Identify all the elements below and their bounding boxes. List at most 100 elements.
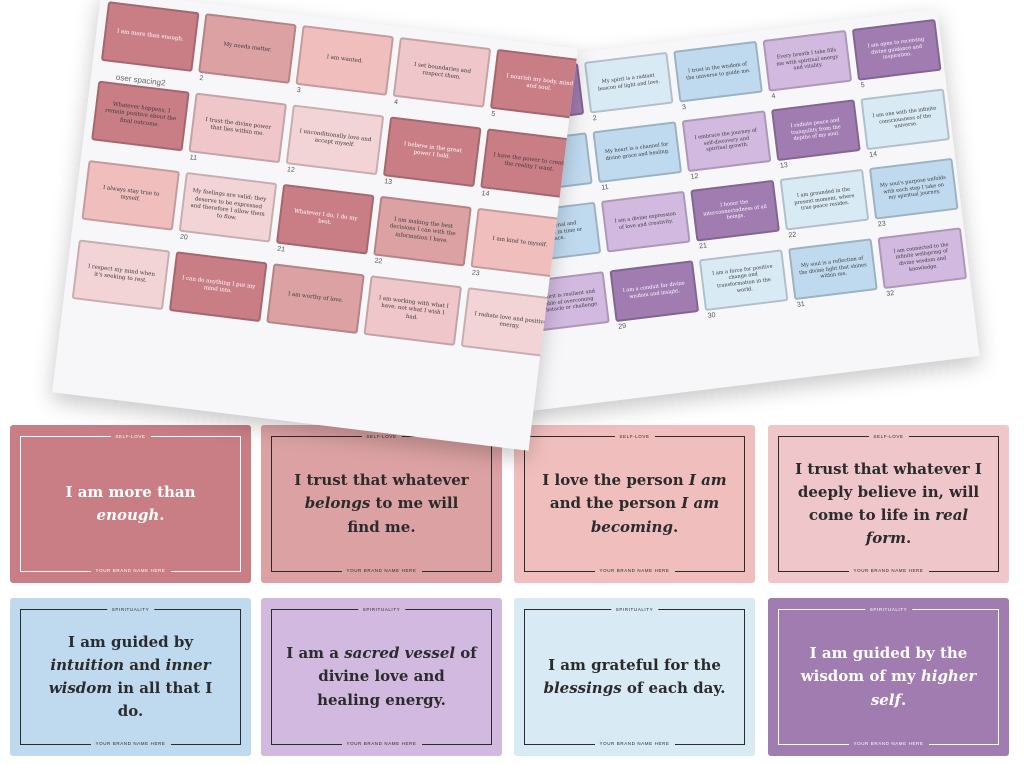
- sheet-card-number: 4: [393, 98, 399, 107]
- sheet-card-number: 23: [471, 269, 480, 278]
- sheet-card-cell: I am wanted.3: [295, 25, 395, 96]
- sheet-mini-card: My feelings are valid; they deserve to b…: [178, 171, 278, 243]
- sheet-card-cell: I trust the divine power that lies withi…: [188, 92, 288, 164]
- affirmation-segment: in all that I do.: [112, 679, 213, 721]
- sheet-card-cell: I am one with the infinite consciousness…: [860, 88, 951, 159]
- sheet-mini-card: I am working with what I have, not what …: [363, 275, 463, 346]
- sheet-card-cell: Whatever I do, I do my best.21: [275, 183, 375, 255]
- sheet-card-cell: I am a force for positive change and tra…: [698, 249, 789, 320]
- sheet-mini-card: I unconditionally love and accept myself…: [285, 104, 385, 176]
- card-brand-label: YOUR BRAND NAME HERE: [90, 567, 171, 575]
- affirmation-emphasis: enough: [96, 506, 160, 524]
- affirmation-line: I trust that whatever belongs to me will…: [286, 469, 477, 539]
- affirmation-segment: I am grateful for the: [548, 655, 721, 674]
- sheet-mini-card: Whatever I do, I do my best.: [275, 183, 375, 255]
- card-affirmation-text: I am guided by the wisdom of my higher s…: [793, 610, 984, 744]
- sheet-card-cell: My soul's purpose unfolds with each step…: [868, 157, 959, 228]
- sheet-card-cell: I always stay true to myself.: [81, 159, 181, 231]
- sheet-mini-card: I am a force for positive change and tra…: [698, 249, 789, 312]
- sheet-card-cell: I am open to receiving divine guidance a…: [851, 18, 942, 89]
- sheet-card-number: 29: [618, 322, 627, 331]
- card-affirmation-text: I trust that whatever belongs to me will…: [286, 437, 477, 571]
- card-brand-label: YOUR BRAND NAME HERE: [848, 740, 929, 748]
- sheet-card-cell: I am working with what I have, not what …: [363, 275, 463, 346]
- sheet-card-cell: I am connected to the infinite wellsprin…: [877, 227, 968, 298]
- sheet-card-number: 22: [788, 231, 797, 240]
- sheet-mini-card: I trust in the wisdom of the universe to…: [673, 40, 763, 103]
- sheet-mini-card: I trust the divine power that lies withi…: [188, 92, 288, 164]
- sheet-card-cell: I nourish my body, mind and soul.5: [489, 48, 578, 120]
- sheet-mini-card: My spirit is a radiant beacon of light a…: [583, 51, 674, 114]
- sheet-card-number: 14: [481, 190, 490, 199]
- card-category-label: SPIRITUALITY: [864, 606, 913, 614]
- card-category-label: SELF-LOVE: [361, 433, 402, 441]
- sheet-card-cell: Whatever happens, I remain positive abou…: [91, 80, 190, 152]
- sheet-card-cell: I am worthy of love.: [266, 263, 365, 335]
- affirmation-segment: .: [159, 506, 165, 524]
- sheet-mini-card: I am wanted.: [295, 25, 395, 96]
- affirmation-emphasis: real form: [865, 506, 969, 548]
- affirmation-segment: and: [124, 655, 166, 674]
- affirmation-line: I am more than enough.: [35, 481, 226, 528]
- affirmation-card: SPIRITUALITY YOUR BRAND NAME HERE I am gui…: [768, 598, 1009, 756]
- affirmation-segment: of divine love and healing energy.: [317, 644, 477, 709]
- sheet-mini-card: I am making the best decisions I can wit…: [373, 195, 472, 267]
- affirmation-segment: and the person: [549, 494, 682, 513]
- affirmation-emphasis: intuition: [50, 655, 125, 674]
- sheet-card-cell: I believe in the great power I hold.13: [382, 116, 482, 188]
- sheet-card-number: 2: [592, 114, 598, 123]
- card-affirmation-text: I am grateful for the blessings of each …: [539, 610, 730, 744]
- affirmation-line: I am grateful for the blessings of each …: [539, 654, 730, 701]
- affirmation-segment: I am guided by the wisdom of my: [800, 644, 968, 686]
- affirmation-line: I love the person I am and the person I …: [539, 469, 730, 539]
- affirmation-line: I am guided by intuition and inner wisdo…: [35, 631, 226, 724]
- sheet-card-number: 30: [707, 311, 716, 320]
- affirmation-segment: I trust that whatever I deeply believe i…: [795, 459, 982, 525]
- sheet-card-number: 4: [771, 92, 776, 101]
- affirmation-segment: .: [900, 690, 907, 709]
- affirmation-segment: I am more than: [65, 482, 196, 501]
- sheet-card-number: 2: [199, 74, 204, 83]
- affirmation-card: SELF-LOVE YOUR BRAND NAME HERE I trust tha…: [768, 425, 1009, 583]
- sheet-card-number: 14: [868, 150, 878, 159]
- card-brand-label: YOUR BRAND NAME HERE: [90, 740, 171, 748]
- self-love-sheet-preview: oser spacing2 I am more than enough.My n…: [52, 0, 578, 451]
- sheet-card-cell: I trust in the wisdom of the universe to…: [673, 40, 763, 111]
- card-brand-label: YOUR BRAND NAME HERE: [848, 567, 929, 575]
- affirmation-segment: .: [906, 529, 912, 548]
- sheet-mini-card: I am connected to the infinite wellsprin…: [877, 227, 968, 290]
- sheet-card-number: 3: [296, 86, 302, 95]
- affirmation-emphasis: belongs: [304, 494, 371, 513]
- affirmation-emphasis: inner wisdom: [48, 655, 211, 697]
- card-category-label: SELF-LOVE: [868, 433, 909, 441]
- sheet-card-number: 32: [886, 289, 895, 298]
- sheet-card-cell: I embrace the journey of self-discovery …: [681, 110, 772, 181]
- affirmation-emphasis: blessings: [543, 679, 622, 697]
- sheet-mini-card: I am open to receiving divine guidance a…: [851, 18, 942, 81]
- sheet-mini-card: I nourish my body, mind and soul.: [489, 48, 578, 120]
- affirmation-emphasis: higher self: [870, 667, 977, 709]
- card-brand-label: YOUR BRAND NAME HERE: [341, 740, 422, 748]
- affirmation-line: I am guided by the wisdom of my higher s…: [793, 642, 984, 712]
- sheet-mini-card: I am a conduit for divine wisdom and ins…: [609, 260, 700, 323]
- affirmation-segment: I trust that whatever: [294, 471, 469, 490]
- affirmation-emphasis: I am becoming: [590, 494, 720, 536]
- card-category-label: SELF-LOVE: [614, 433, 655, 441]
- card-brand-label: YOUR BRAND NAME HERE: [594, 740, 675, 748]
- sheet-card-cell: I can do anything I put my mind into.: [168, 251, 268, 323]
- sheet-card-number: 5: [490, 110, 496, 119]
- affirmation-segment: I love the person: [542, 471, 689, 490]
- sheet-card-cell: My soul is a reflection of the divine li…: [788, 238, 878, 309]
- sheet-mini-card: My soul's purpose unfolds with each step…: [868, 157, 959, 220]
- sheet-card-number: 21: [698, 242, 708, 251]
- sheet-mini-card: I can do anything I put my mind into.: [168, 251, 268, 323]
- card-category-label: SPIRITUALITY: [357, 606, 406, 614]
- sheet-card-cell: I set boundaries and respect them.4: [392, 36, 492, 108]
